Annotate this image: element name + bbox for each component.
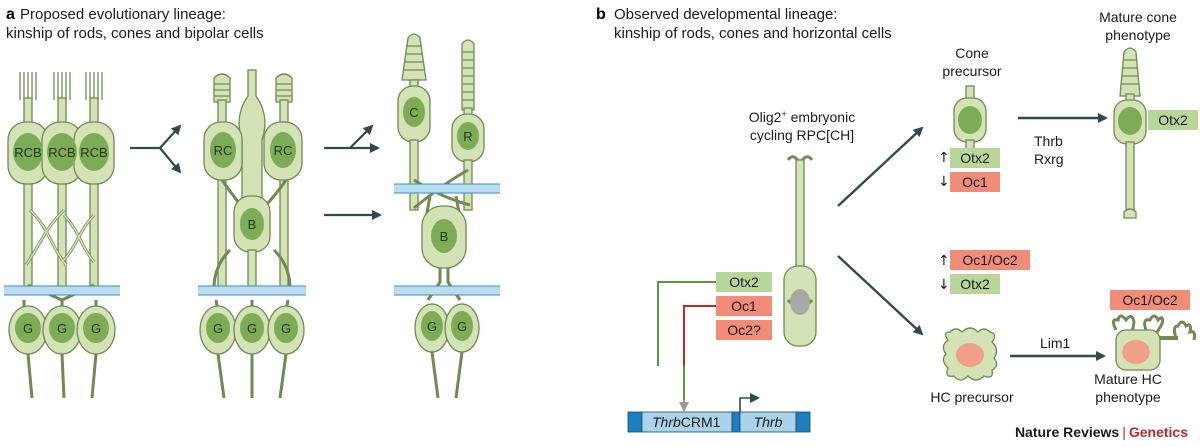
gene-label-thrbcrm1: ThrbCRM1 [652,414,721,430]
tf-box-oc1-cone: Oc1 [950,172,1000,192]
cell-label-b-2: B [440,229,449,244]
cell-label-g-4: G [213,321,223,336]
tf-box-oc1oc2-mature-hc: Oc1/Oc2 [1110,290,1190,310]
cell-label-r: R [463,129,472,144]
membrane-band-a2 [198,285,306,296]
membrane-band-a3 [394,183,500,296]
cell-label-rc-1: RC [214,143,233,158]
membrane-band-a1 [4,285,120,296]
svg-text:Oc1: Oc1 [962,174,988,190]
cell-label-g-6: G [281,321,291,336]
factor-rxrg: Rxrg [1034,151,1064,167]
tf-box-otx2-hc: Otx2 [950,274,1000,294]
mature-hc-label-line1: Mature HC [1094,371,1162,387]
hc-precursor-cell [942,327,998,381]
panel-b-title-line1: Observed developmental lineage: [614,6,837,23]
svg-text:Oc2?: Oc2? [727,322,761,338]
svg-text:Otx2: Otx2 [729,274,759,290]
tf-box-oc1oc2-hc: Oc1/Oc2 [950,250,1030,270]
credit-separator: | [1122,424,1126,440]
svg-text:Oc1/Oc2: Oc1/Oc2 [962,252,1017,268]
cell-label-rcb-2: RCB [48,145,75,160]
gene-label-thrb: Thrb [754,414,783,430]
hc-precursor-label: HC precursor [930,389,1014,405]
rpc-label-line2: cycling RPC[CH] [750,127,854,143]
cell-label-c: C [409,105,418,120]
panel-a-title-line2: kinship of rods, cones and bipolar cells [6,25,264,42]
mature-cone-label-line2: phenotype [1105,27,1171,43]
cone-precursor-label-line1: Cone [955,45,989,61]
rpc-cell [783,155,817,347]
tf-box-otx2-mature-cone: Otx2 [1148,110,1198,130]
modern-c-r-b-cells: C R B [397,33,485,301]
cone-precursor-cell [953,85,987,153]
cell-label-g-1: G [23,321,33,336]
panel-b-title-line2: kinship of rods, cones and horizontal ce… [614,25,892,42]
svg-text:Oc1/Oc2: Oc1/Oc2 [1122,292,1177,308]
up-arrow-cone: ↑ [938,150,950,166]
panel-a-letter: a [6,6,15,23]
cell-label-g-2: G [57,321,67,336]
svg-text:Otx2: Otx2 [960,150,990,166]
down-arrow-cone: ↓ [938,174,950,190]
cell-label-rcb-3: RCB [80,145,107,160]
panel-b-letter: b [596,6,606,23]
down-arrow-hc: ↓ [938,277,950,293]
regulatory-bracket [657,281,716,412]
cell-label-g-5: G [247,321,257,336]
tf-box-oc1-left: Oc1 [716,296,772,316]
cell-label-g-8: G [457,319,467,334]
tf-box-otx2-cone: Otx2 [950,148,1000,168]
mature-cone-cell [1113,47,1147,219]
svg-text:Oc1: Oc1 [731,298,757,314]
split-arrow-a1 [130,124,182,174]
journal-name: Nature Reviews [1014,424,1120,440]
thrb-gene-bar: ThrbCRM1 Thrb [627,393,811,433]
cell-label-g-7: G [427,319,437,334]
cell-label-b-1: B [248,217,257,232]
tf-box-otx2-left: Otx2 [716,272,772,292]
svg-text:Otx2: Otx2 [1158,112,1188,128]
tf-box-oc2-left: Oc2? [716,320,772,340]
svg-text:Otx2: Otx2 [960,276,990,292]
cell-label-rc-2: RC [274,143,293,158]
ganglion-cells-group-1: G G G [8,300,116,399]
rpc-label-line1: Olig2+ embryonic [749,109,855,125]
cone-precursor-label-line2: precursor [942,63,1001,79]
mature-hc-label-line2: phenotype [1095,389,1161,405]
factor-lim1: Lim1 [1040,335,1071,351]
ganglion-cells-group-3: G G [414,303,480,399]
cell-label-g-3: G [91,321,101,336]
mature-hc-cell [1111,314,1196,371]
up-arrow-hc: ↑ [938,253,950,269]
split-arrow-a2 [324,124,382,220]
rpc-fate-arrows [837,126,924,336]
intermediate-rc-b-cells: RC RC B [203,69,303,291]
cell-label-rcb-1: RCB [14,145,41,160]
publisher-credit: Nature Reviews|Genetics [1015,424,1188,440]
ancestral-rcb-cells: RCB RCB RCB [7,72,115,302]
factor-thrb: Thrb [1034,133,1063,149]
mature-cone-label-line1: Mature cone [1099,9,1177,25]
panel-a-title-line1: Proposed evolutionary lineage: [20,6,226,23]
ganglion-cells-group-2: G G G [199,299,305,399]
journal-section: Genetics [1128,424,1188,440]
